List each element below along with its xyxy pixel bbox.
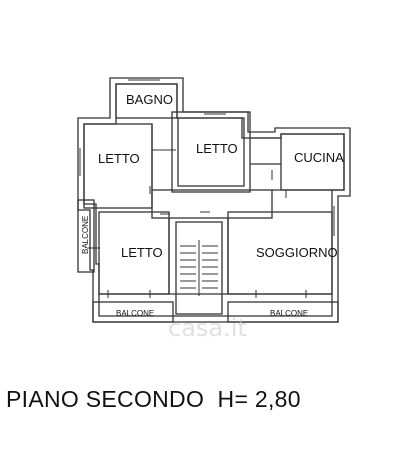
balcony-bottom-right [227,301,339,323]
label-letto-lower: LETTO [121,245,163,260]
stairwell [175,221,223,315]
corridor [151,189,273,219]
label-balcone-bottom-right: BALCONE [270,309,308,318]
label-soggiorno: SOGGIORNO [256,245,338,260]
label-balcone-bottom-left: BALCONE [116,309,154,318]
room-letto-center [177,117,245,187]
label-letto-left: LETTO [98,151,140,166]
watermark: casa.it [168,314,247,342]
floor-plan: BAGNO LETTO LETTO CUCINA LETTO SOGGIORNO… [77,77,351,323]
label-bagno: BAGNO [126,92,173,107]
label-cucina: CUCINA [294,150,344,165]
stair-treads [180,240,218,296]
label-balcone-left: BALCONE [81,216,90,254]
room-bagno [115,83,178,119]
outer-wall [77,77,351,323]
room-letto-left [83,123,153,209]
label-letto-center: LETTO [196,141,238,156]
balcony-bottom-left [92,301,174,323]
plan-caption: PIANO SECONDO H= 2,80 [6,386,301,412]
balcony-left [77,199,95,273]
